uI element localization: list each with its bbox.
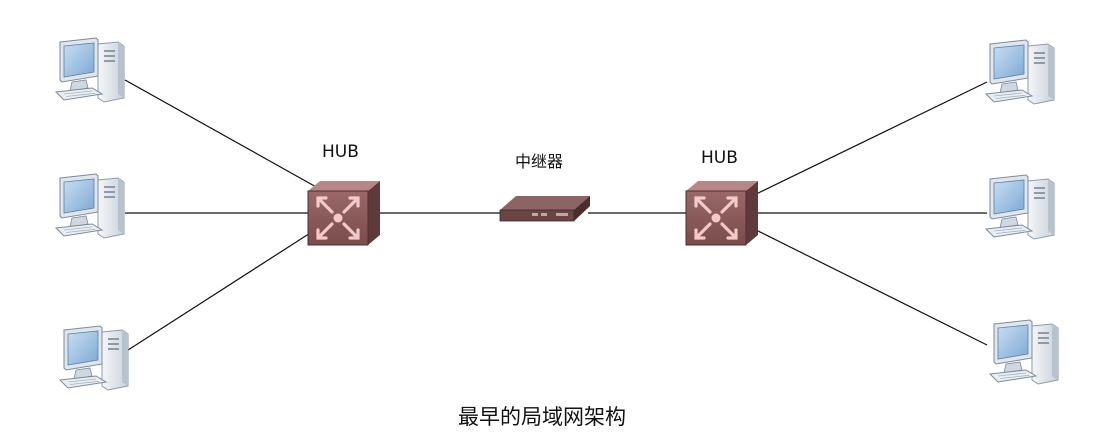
link-right-bottom xyxy=(751,227,988,346)
hub-icon xyxy=(684,179,760,247)
right-hub-label: HUB xyxy=(701,148,738,168)
repeater-label: 中继器 xyxy=(515,152,564,171)
computer-icon xyxy=(55,173,125,239)
computer-icon xyxy=(989,319,1059,385)
computer-icon xyxy=(985,39,1055,105)
link-right-top xyxy=(751,81,988,197)
link-left-bottom xyxy=(124,227,319,353)
link-left-top xyxy=(124,79,319,189)
repeater-icon xyxy=(499,196,590,222)
left-hub-label: HUB xyxy=(322,142,359,162)
computer-icon xyxy=(55,37,125,103)
diagram-caption: 最早的局域网架构 xyxy=(458,405,626,429)
computer-icon xyxy=(59,325,129,391)
hub-icon xyxy=(306,179,382,247)
computer-icon xyxy=(985,174,1055,240)
network-links xyxy=(124,79,988,353)
